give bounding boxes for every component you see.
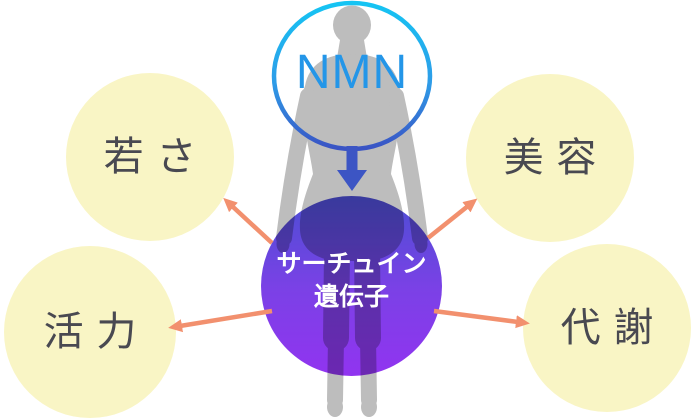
sirtuin-label-line2: 遺伝子	[313, 282, 389, 311]
benefit-label-metabolism: 代謝	[560, 305, 667, 351]
sirtuin-label-line1: サーチュイン	[276, 249, 427, 278]
benefit-circle-youth: 若さ	[66, 73, 234, 241]
benefit-circle-beauty: 美容	[466, 74, 634, 242]
benefit-label-beauty: 美容	[503, 135, 610, 181]
arrow-to-vitality-icon	[168, 308, 273, 333]
benefit-circle-metabolism: 代謝	[523, 244, 691, 412]
arrow-to-beauty-icon	[426, 198, 478, 240]
nmn-label: NMN	[295, 46, 409, 99]
benefit-label-youth: 若さ	[103, 134, 210, 180]
sirtuin-label: サーチュイン 遺伝子	[251, 247, 452, 313]
arrow-to-metabolism-icon	[433, 308, 530, 329]
benefit-circle-vitality: 活力	[4, 246, 176, 418]
arrow-to-youth-icon	[223, 197, 274, 245]
down-arrow-icon	[337, 146, 367, 191]
sirtuin-circle	[261, 196, 442, 376]
benefit-label-vitality: 活力	[43, 309, 150, 355]
